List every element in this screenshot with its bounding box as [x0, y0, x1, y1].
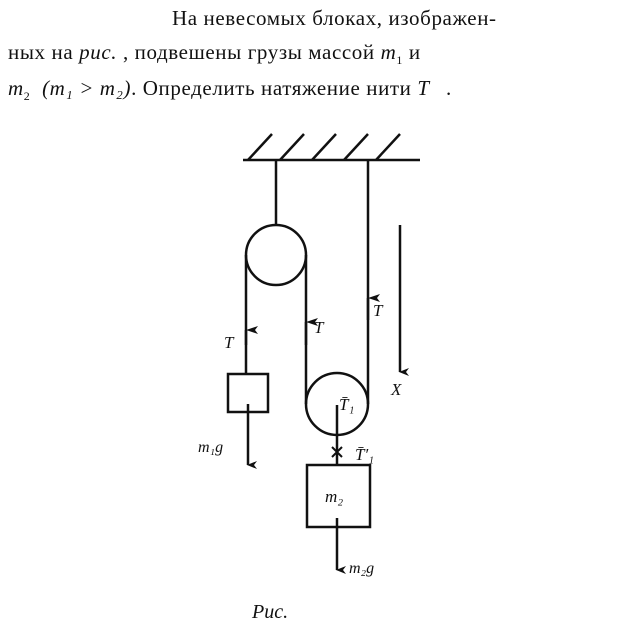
- subscript: 1: [396, 53, 403, 68]
- text: На невесомых блоках, изображен-: [172, 6, 497, 30]
- label-t1: T̄₁: [339, 395, 354, 414]
- label-tension-left: T⃗: [224, 333, 247, 352]
- figure-caption: Рис.: [251, 601, 288, 623]
- mass-m2-box: [305, 463, 372, 529]
- tension-symbol: T⃗: [417, 76, 447, 100]
- text: . Определить натяжение нити: [131, 76, 412, 100]
- problem-text-line-2: ных на рис. , подвешены грузы массой m1 …: [8, 40, 421, 68]
- problem-text-line-3: m2 (m₁ > m₂). Определить натяжение нити …: [8, 76, 452, 104]
- text: .: [446, 76, 452, 100]
- problem-text-line-1: На невесомых блоках, изображен-: [172, 6, 497, 31]
- text: и: [408, 40, 421, 64]
- label-m1g: m₁g⃗: [198, 439, 236, 456]
- cut-point-mark: [331, 446, 343, 458]
- label-t1-prime: T̄′₁: [355, 445, 374, 464]
- mass-symbol-m2: m: [8, 76, 24, 100]
- mass-symbol-m1: m: [380, 40, 397, 64]
- label-m2: m₂: [325, 487, 343, 506]
- subscript: 2: [23, 89, 31, 104]
- label-tension-right: T⃗: [373, 301, 396, 320]
- text: , подвешены грузы массой: [122, 40, 375, 64]
- figure-reference: рис.: [79, 40, 118, 64]
- label-tension-middle: T⃗: [314, 318, 337, 337]
- ceiling-hatching: [247, 133, 401, 161]
- text: ных на: [8, 40, 74, 64]
- label-m2g: m₂g⃗: [349, 560, 387, 577]
- label-x-axis: X: [390, 380, 402, 399]
- top-pulley: [244, 223, 308, 287]
- mass-condition: (m₁ > m₂): [42, 76, 132, 100]
